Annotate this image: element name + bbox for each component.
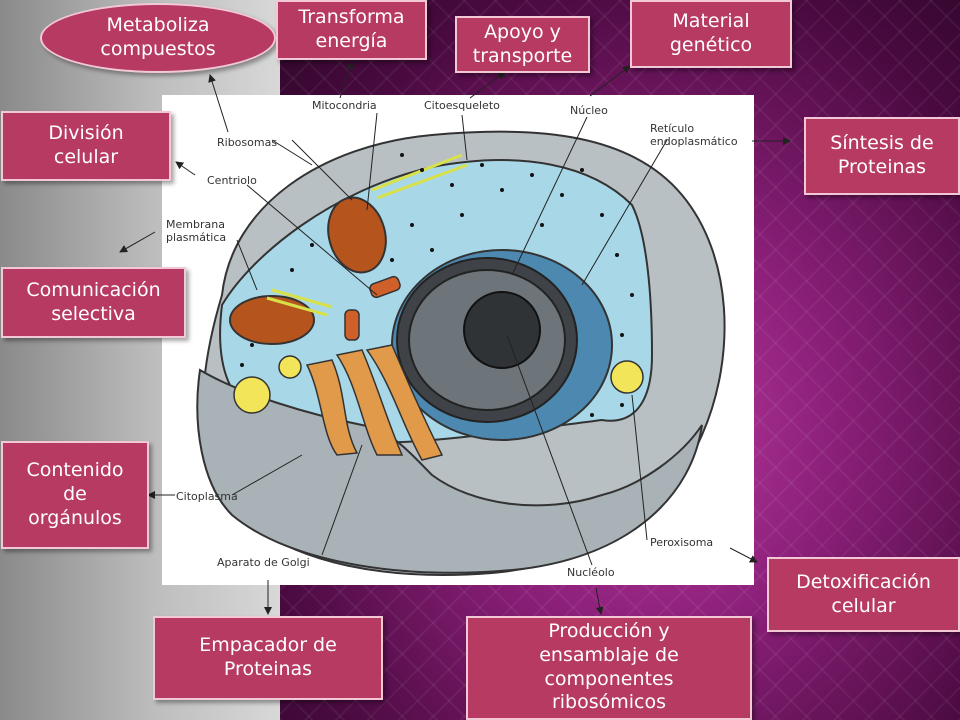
box-produccion-ribosomicos: Producción y ensamblaje de componentes r…	[466, 616, 752, 720]
label-membrana: Membrana plasmática	[166, 218, 227, 244]
centriole-1	[369, 275, 401, 299]
centriole-2	[344, 309, 360, 341]
box-contenido-organulos: Contenido de orgánulos	[1, 441, 149, 549]
label-citoesqueleto: Citoesqueleto	[424, 99, 500, 112]
mitochondria-left	[229, 295, 315, 345]
box-sintesis-proteinas: Síntesis de Proteinas	[804, 117, 960, 195]
box-apoyo-transporte: Apoyo y transporte	[455, 16, 590, 73]
cytoskeleton-fibers	[266, 153, 468, 317]
mitochondria-upper	[327, 196, 387, 274]
vesicle-1	[233, 376, 271, 414]
peroxisome	[610, 360, 644, 394]
label-reticulo: Retículo endoplasmático	[650, 122, 738, 148]
box-transforma-energia: Transforma energía	[276, 0, 427, 60]
label-aparato-golgi: Aparato de Golgi	[217, 556, 310, 569]
ribosome-dots	[240, 153, 634, 417]
vesicle-2	[278, 355, 302, 379]
animal-cell-illustration	[196, 112, 726, 576]
golgi-apparatus	[305, 344, 444, 461]
label-peroxisoma: Peroxisoma	[650, 536, 714, 549]
label-leader-lines	[231, 112, 668, 566]
box-material-genetico: Material genético	[630, 0, 792, 68]
label-mitocondria: Mitocondria	[312, 99, 377, 112]
box-comunicacion-selectiva: Comunicación selectiva	[1, 267, 186, 338]
box-detoxificacion-celular: Detoxificación celular	[767, 557, 960, 632]
label-nucleolo: Nucléolo	[567, 566, 615, 579]
label-centriolo: Centriolo	[207, 174, 257, 187]
label-ribosomas: Ribosomas	[217, 136, 278, 149]
box-empacador-proteinas: Empacador de Proteinas	[153, 616, 383, 700]
cell-diagram-panel: Mitocondria Citoesqueleto Núcleo Retícul…	[162, 95, 754, 585]
box-division-celular: División celular	[1, 111, 171, 181]
box-metaboliza-compuestos: Metaboliza compuestos	[40, 3, 276, 73]
nucleolus	[463, 291, 541, 369]
label-citoplasma: Citoplasma	[176, 490, 238, 503]
label-nucleo: Núcleo	[570, 104, 608, 117]
